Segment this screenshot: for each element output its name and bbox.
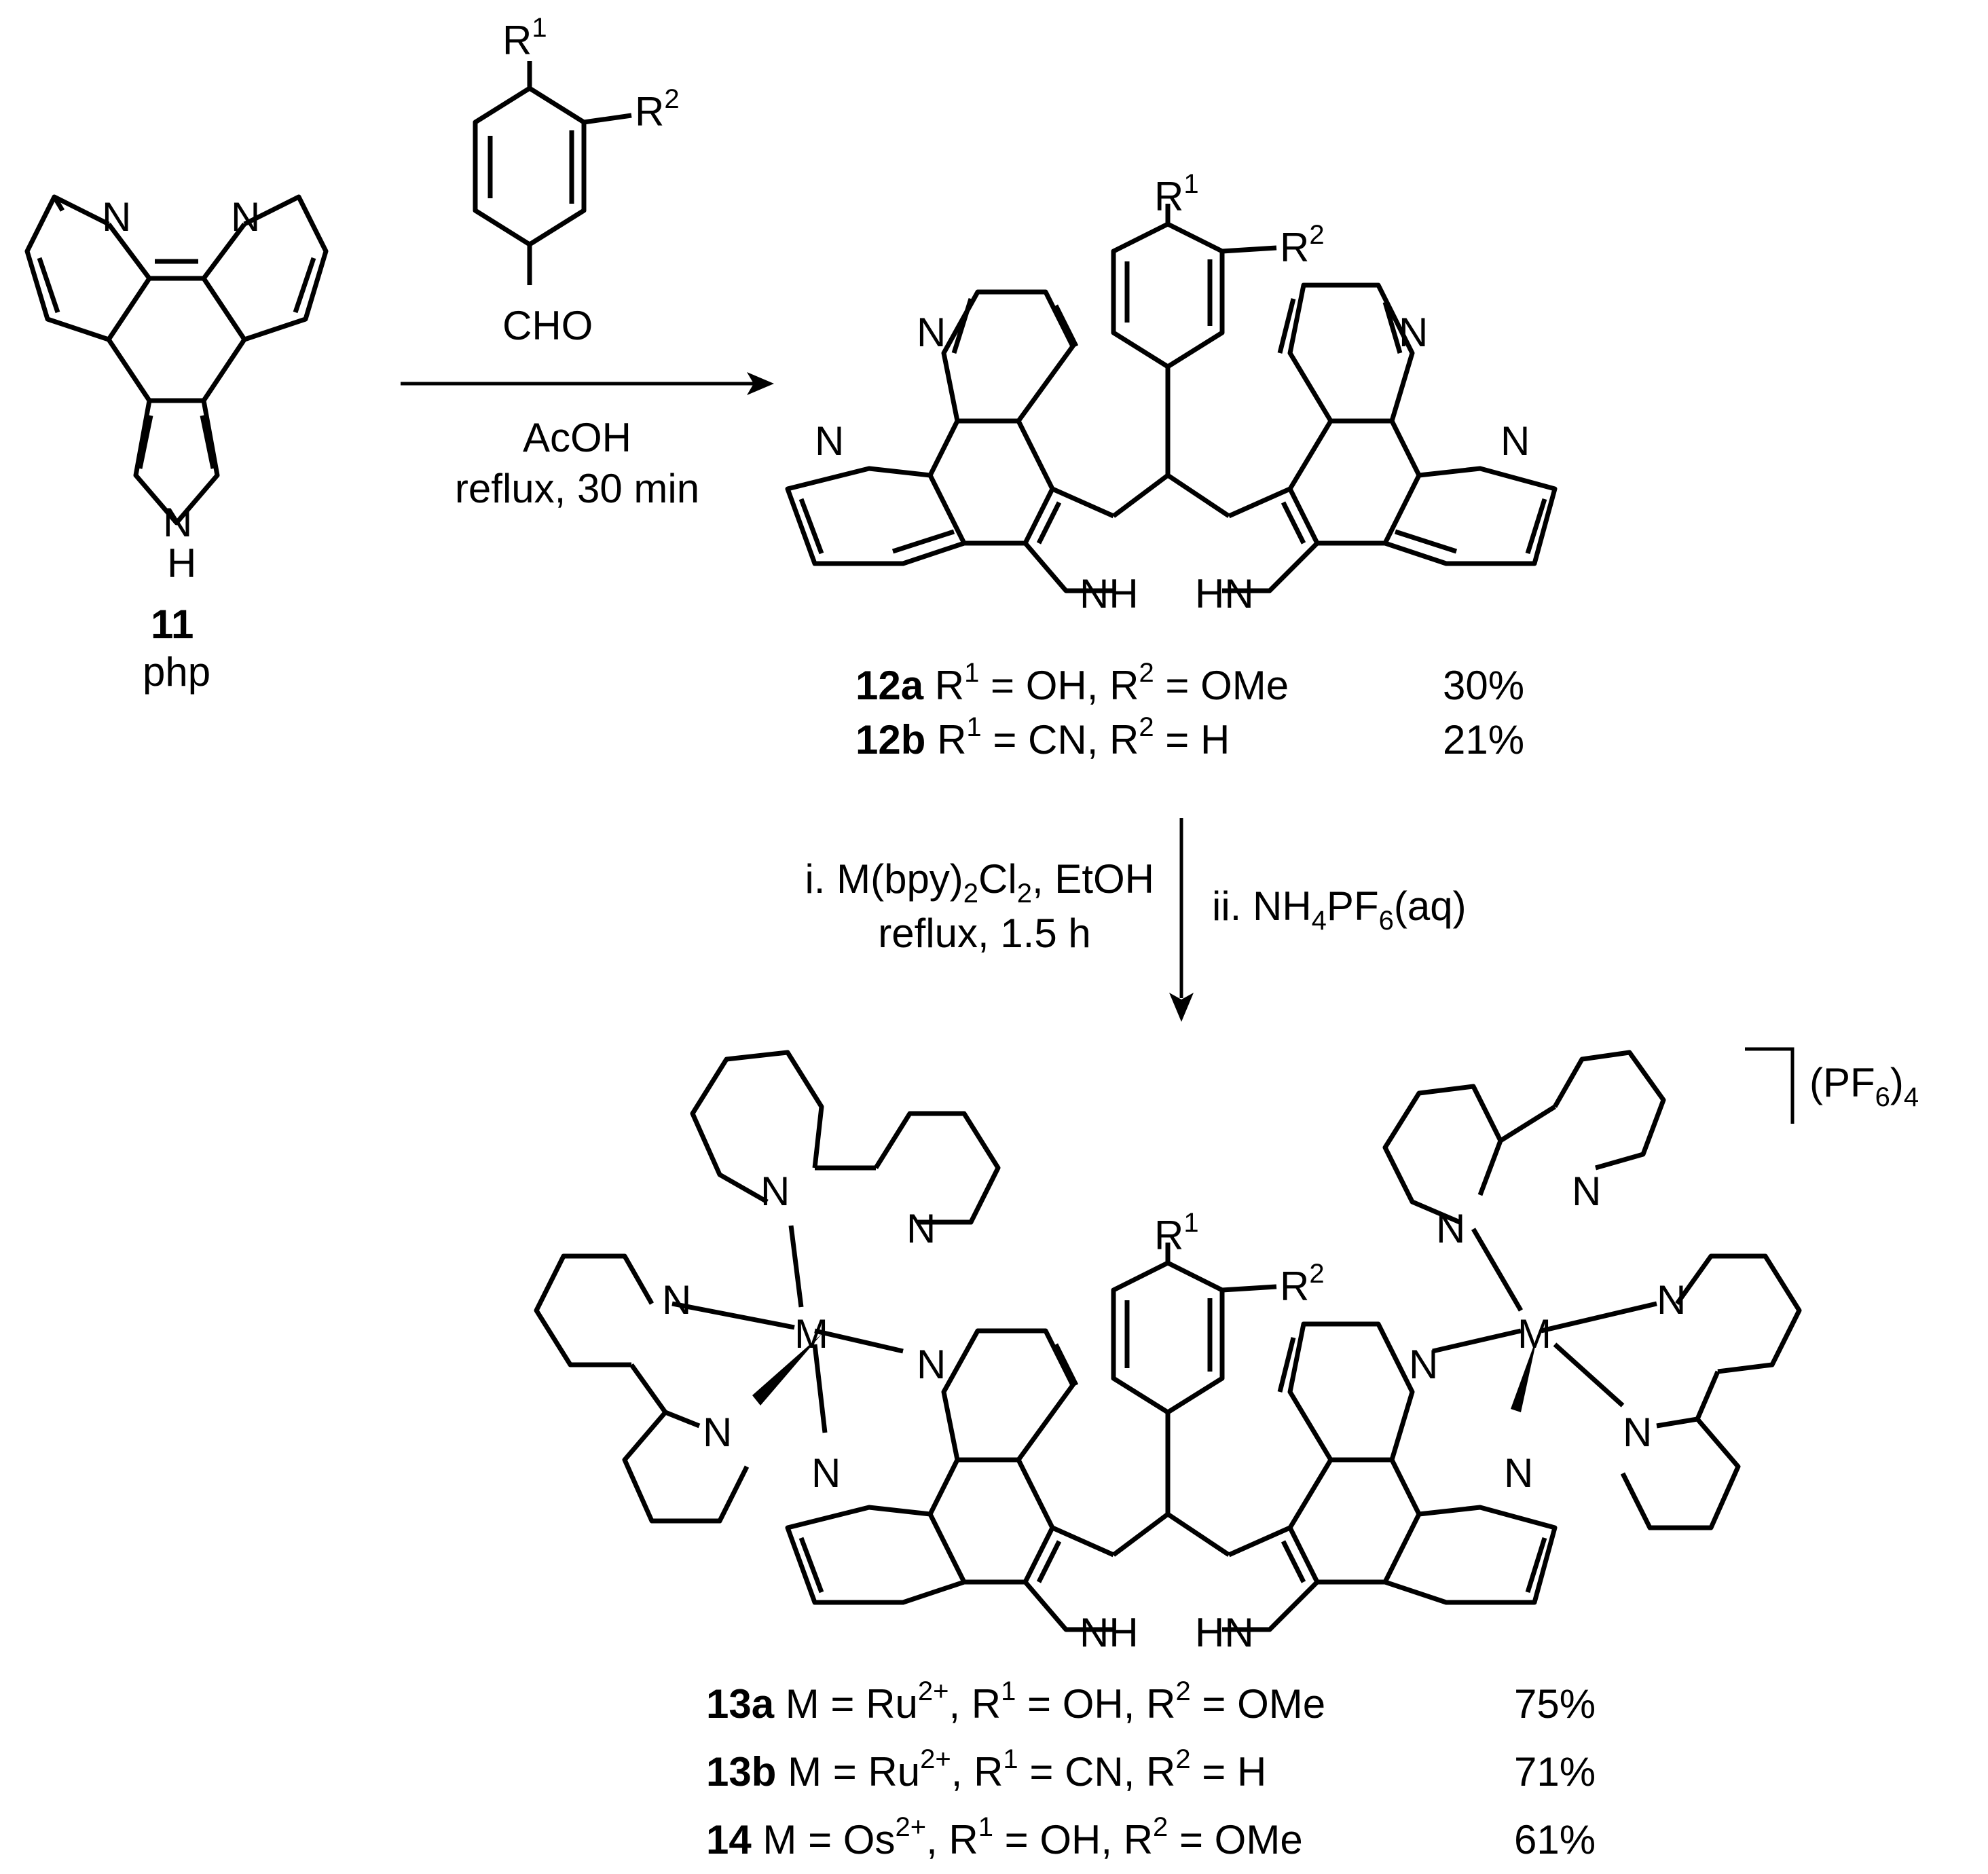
yield-13b: 71% [1514, 1749, 1596, 1795]
atom-n: N [703, 1410, 732, 1455]
atom-n: N [811, 1450, 841, 1496]
product-13b: 13b M = Ru2+, R1 = CN, R2 = H [706, 1744, 1266, 1795]
metal-m: M [1517, 1311, 1551, 1357]
complex-structure [534, 1050, 1802, 1632]
yield-13a: 75% [1514, 1681, 1596, 1727]
atom-n: N [662, 1277, 691, 1323]
r1-label: R1 [502, 13, 547, 63]
compound-11-structure [24, 194, 329, 526]
step1-conditions: reflux, 30 min [455, 466, 699, 511]
counterion-bracket [1745, 1047, 1794, 1124]
r2-label: R2 [635, 84, 680, 134]
atom-h: H [167, 540, 196, 586]
yield-14: 61% [1514, 1817, 1596, 1862]
atom-n: N [163, 500, 192, 545]
product-12b: 12b R1 = CN, R2 = H [855, 712, 1230, 763]
step2-line1: i. M(bpy)2Cl2, EtOH [805, 856, 1154, 908]
wedge-bond [752, 1334, 822, 1406]
counterion: (PF6)4 [1809, 1060, 1919, 1112]
atom-n: N [815, 418, 844, 464]
aldehyde-structure [473, 61, 632, 285]
atom-hn: HN [1195, 571, 1254, 617]
product-12a: 12a R1 = OH, R2 = OMe [855, 658, 1289, 708]
r1-label: R1 [1154, 1208, 1199, 1258]
products-12-list: 12a R1 = OH, R2 = OMe 30% 12b R1 = CN, R… [855, 658, 1524, 763]
atom-n: N [917, 1342, 946, 1387]
yield-12b: 21% [1443, 717, 1524, 763]
atom-n: N [1623, 1410, 1652, 1455]
r1-label: R1 [1154, 169, 1199, 219]
atom-n: N [1399, 310, 1428, 355]
yield-12a: 30% [1443, 663, 1524, 708]
product-14: 14 M = Os2+, R1 = OH, R2 = OMe [706, 1812, 1303, 1862]
atom-n: N [1504, 1450, 1533, 1496]
atom-n: N [760, 1169, 790, 1214]
step1-reagent: AcOH [523, 415, 631, 460]
r2-label: R2 [1280, 1259, 1325, 1309]
compound-11-number: 11 [151, 602, 194, 647]
atom-n: N [102, 194, 131, 240]
step2-ii: ii. NH4PF6(aq) [1212, 883, 1467, 936]
atom-n: N [231, 194, 260, 240]
step2-line2: reflux, 1.5 h [878, 911, 1091, 956]
atom-hn: HN [1195, 1610, 1254, 1655]
atom-n: N [1572, 1169, 1601, 1214]
compound-11-name: php [143, 649, 210, 695]
atom-n: N [1657, 1277, 1686, 1323]
cho-label: CHO [502, 303, 593, 348]
metal-m: M [794, 1311, 828, 1357]
r2-label: R2 [1280, 220, 1325, 270]
products-13-list: 13a M = Ru2+, R1 = OH, R2 = OMe 75% 13b … [706, 1676, 1596, 1862]
compound-12-structure [785, 204, 1558, 593]
atom-n: N [1409, 1342, 1438, 1387]
product-13a: 13a M = Ru2+, R1 = OH, R2 = OMe [706, 1676, 1325, 1727]
reaction-arrow-2 [1169, 818, 1194, 1022]
atom-n: N [906, 1206, 936, 1251]
atom-n: N [1501, 418, 1530, 464]
wedge-bond [1511, 1334, 1538, 1412]
atom-nh: NH [1080, 571, 1139, 617]
reaction-arrow-1 [401, 372, 774, 395]
atom-n: N [917, 310, 946, 355]
atom-nh: NH [1080, 1610, 1139, 1655]
atom-n: N [1436, 1206, 1465, 1251]
